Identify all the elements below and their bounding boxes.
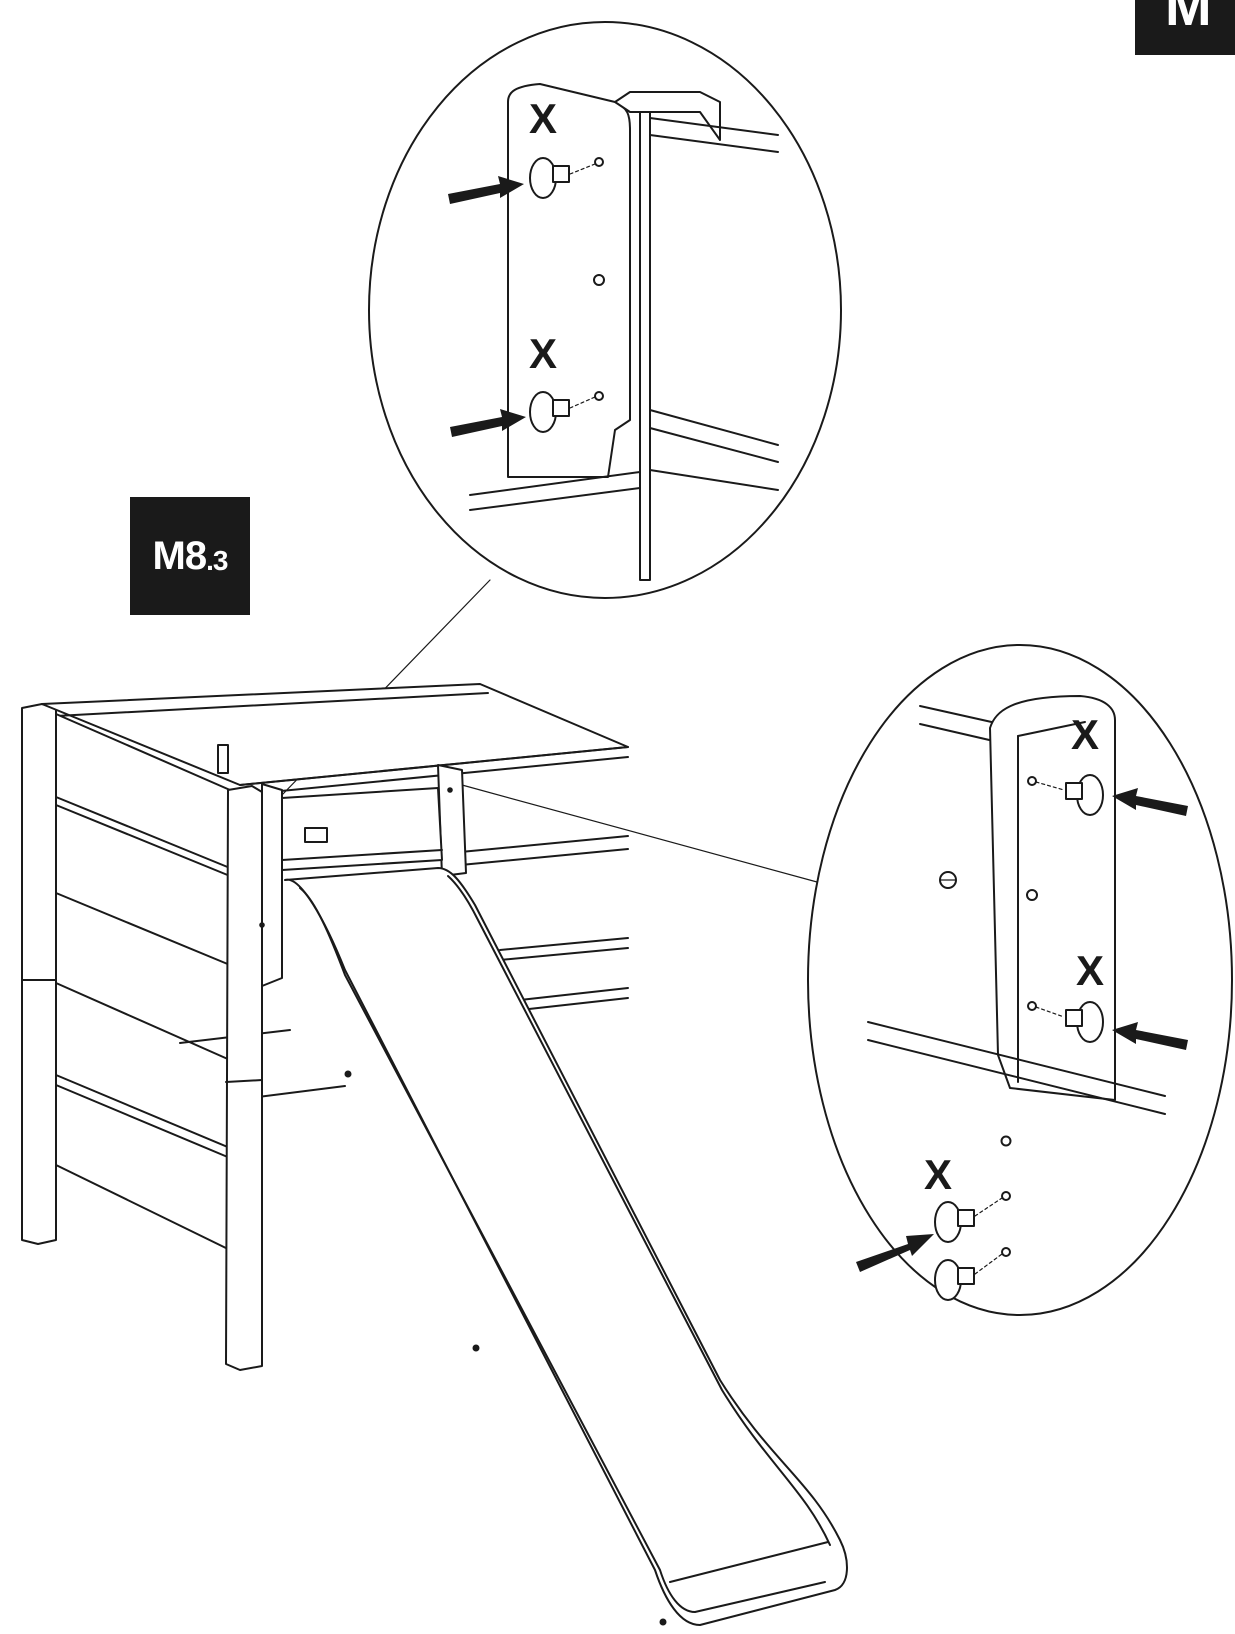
step-badge: M8.3 [130,497,250,615]
corner-step-badge: M [1135,0,1235,55]
arrow-icon [856,788,1188,1272]
dowel-icon [529,157,596,199]
dowel-icon [529,391,596,433]
detail-circle-top: X X [368,21,842,599]
slide [284,867,848,1626]
detail-circle-right: X X X [807,644,1233,1316]
x-marker: X [1076,947,1104,994]
x-marker: X [529,330,557,377]
top-bracket [217,744,229,774]
corner-step-label: M [1165,0,1212,37]
arrow-icon [448,176,526,437]
dowel-icon [934,1197,1003,1243]
screw-plate [304,827,328,843]
leader-line-right [461,784,829,886]
step-subnumber: .3 [206,545,228,576]
dowel-icon [1035,774,1104,816]
x-marker: X [529,95,557,142]
dowel-icon [934,1253,1003,1301]
x-marker: X [924,1151,952,1198]
x-marker: X [1071,711,1099,758]
dowel-icon [1035,1001,1104,1043]
step-number: M8 [152,533,208,578]
bed-frame [21,683,629,1371]
